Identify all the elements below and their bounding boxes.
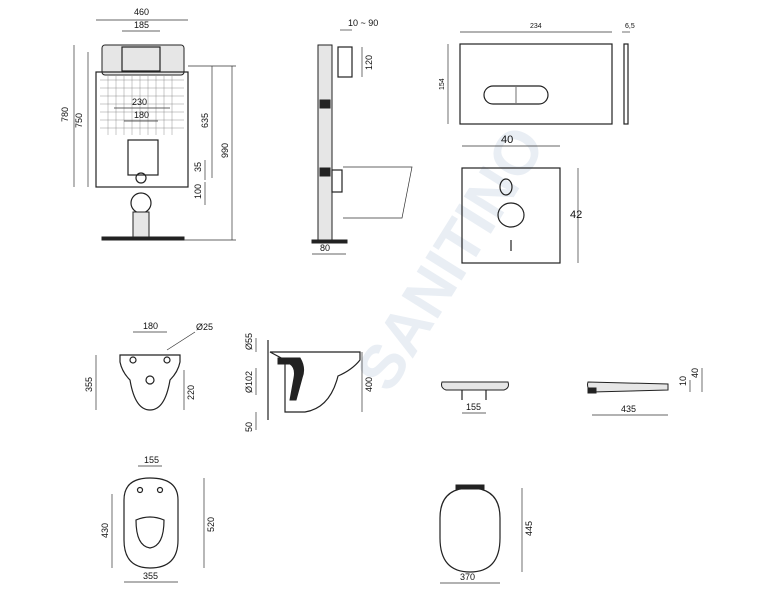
seat-side-view — [587, 381, 669, 394]
bowl-top-inner — [135, 516, 165, 549]
seat-side-dims: 435 10 40 — [592, 368, 703, 416]
dim-d102: Ø102 — [244, 371, 254, 393]
dim-top-430: 430 — [100, 523, 110, 538]
bowl-top-view — [123, 477, 179, 569]
dim-400: 400 — [364, 377, 374, 392]
frame-side-bracket-low — [319, 167, 331, 177]
dim-top-155: 155 — [144, 455, 159, 465]
flush-plate-dims: 234 154 6,5 — [439, 23, 635, 124]
flush-button-outline — [483, 85, 549, 105]
dim-185: 185 — [134, 20, 149, 30]
dim-bowl-180: 180 — [143, 321, 158, 331]
seat-side-profile — [587, 381, 669, 393]
frame-valve-box — [121, 46, 161, 72]
bowl-side-outline — [269, 351, 361, 413]
bowl-side-view — [267, 340, 361, 420]
bowl-top-bolt-left — [136, 486, 144, 494]
dim-seat-top-370: 370 — [460, 572, 475, 582]
frame-side-outlet — [331, 169, 343, 193]
frame-front-view — [95, 44, 189, 241]
seat-front-profile — [441, 381, 509, 391]
dim-35: 35 — [193, 162, 203, 172]
seat-side-hinge — [587, 387, 597, 394]
dim-120: 120 — [364, 55, 374, 70]
dim-635: 635 — [200, 113, 210, 128]
dim-dia25: Ø25 — [196, 322, 213, 332]
sound-pad-body — [461, 167, 561, 264]
seat-top-outline — [439, 487, 501, 573]
bowl-front-outline — [119, 354, 181, 411]
frame-side-profile — [317, 44, 333, 241]
frame-mesh — [100, 76, 184, 135]
flush-plate-body — [459, 43, 613, 125]
sound-pad-view — [461, 167, 561, 264]
frame-side-valve — [337, 46, 353, 78]
dim-80: 80 — [320, 243, 330, 253]
flush-plate-view — [459, 43, 629, 125]
dim-780: 780 — [60, 107, 70, 122]
bowl-side-dims: Ø55 Ø102 50 400 — [244, 333, 374, 432]
seat-front-dims: 155 — [462, 402, 486, 414]
dim-10-90: 10 ~ 90 — [348, 18, 378, 28]
frame-side-bracket — [319, 99, 331, 109]
seat-top-view — [439, 484, 501, 573]
frame-body — [95, 71, 189, 188]
bowl-top-bolt-right — [156, 486, 164, 494]
dim-234: 234 — [530, 23, 542, 30]
watermark: SANITINO — [343, 115, 558, 403]
bowl-front-bolt-left — [129, 356, 137, 364]
sound-pad-dims: 40 42 — [462, 134, 582, 263]
dim-d55: Ø55 — [244, 333, 254, 350]
dim-154: 154 — [439, 78, 446, 90]
dim-seat-155: 155 — [466, 402, 481, 412]
seat-top-dims: 370 445 — [440, 488, 534, 584]
frame-side-view — [311, 44, 413, 244]
bowl-front-outlet — [145, 375, 155, 385]
dim-990: 990 — [220, 143, 230, 158]
bowl-front-dims: 180 Ø25 355 220 — [84, 321, 213, 410]
bowl-side-trap — [277, 357, 305, 401]
dim-40: 40 — [501, 134, 513, 146]
seat-top-hinge — [455, 484, 485, 490]
dim-bowl-220: 220 — [186, 385, 196, 400]
frame-side-dims: 10 ~ 90 120 80 — [312, 18, 378, 255]
dim-100: 100 — [193, 184, 203, 199]
dim-750: 750 — [74, 113, 84, 128]
dim-460: 460 — [134, 7, 149, 17]
frame-pipe — [130, 192, 152, 214]
dim-50: 50 — [244, 422, 254, 432]
dim-seat-10: 10 — [678, 376, 688, 386]
frame-floor-plate — [101, 236, 185, 241]
dim-bowl-355: 355 — [84, 377, 94, 392]
dim-seat-435: 435 — [621, 404, 636, 414]
frame-side-bowl-outline — [343, 166, 413, 219]
dim-top-355: 355 — [143, 571, 158, 581]
bowl-top-outline — [123, 477, 179, 569]
bowl-top-dims: 155 355 430 520 — [100, 455, 216, 583]
bowl-front-view — [119, 354, 181, 411]
flush-plate-edge — [623, 43, 629, 125]
bowl-front-bolt-right — [163, 356, 171, 364]
frame-leg — [132, 211, 150, 238]
sound-pad-upper-hole — [499, 178, 513, 196]
frame-front-dims: 460 185 230 180 780 750 635 990 35 100 — [60, 7, 236, 241]
dim-seat-top-445: 445 — [524, 521, 534, 536]
frame-outlet-box — [127, 139, 159, 176]
dim-42: 42 — [570, 209, 582, 221]
dim-230: 230 — [132, 97, 147, 107]
frame-drain-hole — [135, 172, 147, 184]
dim-6-5: 6,5 — [625, 23, 635, 30]
sound-pad-main-hole — [497, 202, 525, 228]
frame-side-floor — [311, 239, 348, 244]
dim-180: 180 — [134, 110, 149, 120]
seat-front-view — [441, 381, 509, 400]
dim-seat-40: 40 — [690, 368, 700, 378]
dim-top-520: 520 — [206, 517, 216, 532]
